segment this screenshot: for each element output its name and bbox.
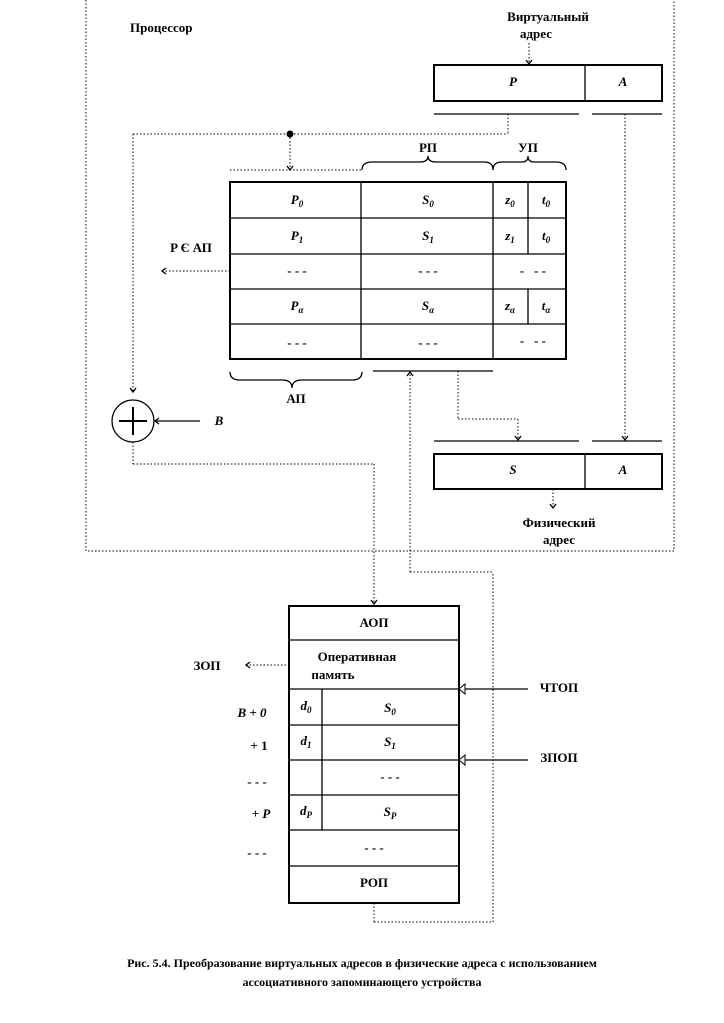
memory-subheader-1: Оперативная	[318, 649, 397, 664]
table-row4-p: - - -	[287, 335, 307, 350]
header-rp: РП	[419, 140, 437, 155]
memory-row3-s: SP	[384, 804, 397, 821]
up-brace	[492, 155, 567, 171]
rp-brace	[361, 155, 494, 171]
memory-row0-s: S0	[384, 700, 396, 717]
processor-boundary	[85, 0, 675, 552]
read-signal-label: ЧТОП	[540, 680, 578, 695]
processor-label: Процессор	[130, 20, 193, 35]
adder	[111, 399, 155, 443]
memory-offset-1: + 1	[250, 738, 267, 753]
memory-row4-s: - - -	[364, 840, 384, 855]
physical-address-label-2: адрес	[543, 532, 575, 547]
table-row3-z: zα	[504, 298, 516, 315]
figure-caption-1: Рис. 5.4. Преобразование виртуальных адр…	[127, 956, 597, 970]
table-row2-s: - - -	[418, 263, 438, 278]
physical-address-label-1: Физический	[523, 515, 596, 530]
table-row1-t: t0	[542, 228, 551, 245]
virtual-address-label-1: Виртуальный	[507, 9, 589, 24]
memory-offset-2: - - -	[247, 774, 267, 789]
virtual-field-a: A	[618, 74, 628, 89]
hit-signal-label: P Є АП	[170, 240, 212, 255]
memory-header: АОП	[360, 615, 389, 630]
table-row3-t: tα	[542, 298, 552, 315]
memory-offset-p: + P	[252, 806, 272, 821]
memory-row1-s: S1	[384, 734, 396, 751]
physical-field-a: A	[618, 462, 628, 477]
write-signal-label: ЗПОП	[540, 750, 577, 765]
zop-signal-label: ЗОП	[193, 658, 220, 673]
memory-row0-d: d0	[301, 698, 313, 715]
virtual-field-p: P	[509, 74, 518, 89]
table-row2-p: - - -	[287, 263, 307, 278]
physical-field-s: S	[509, 462, 516, 477]
ap-brace	[229, 371, 363, 389]
table-row2-t: - -	[534, 263, 546, 278]
base-register-label: B	[214, 413, 224, 428]
main-memory: АОП Оперативная память d0 S0 d1 S1 - - -…	[288, 605, 460, 904]
physical-address-register: S A	[433, 440, 663, 490]
memory-footer: РОП	[360, 875, 388, 890]
header-up: УП	[518, 140, 538, 155]
table-row0-p: P0	[291, 192, 304, 209]
table-row4-s: - - -	[418, 335, 438, 350]
memory-subheader-2: память	[311, 667, 354, 682]
table-row0-s: S0	[422, 192, 434, 209]
table-row4-z: -	[520, 333, 524, 348]
table-row1-s: S1	[422, 228, 434, 245]
virtual-address-label-2: адрес	[520, 26, 552, 41]
table-row3-s: Sα	[422, 298, 435, 315]
virtual-address-register: P A	[433, 64, 663, 115]
memory-row3-d: dP	[300, 803, 313, 820]
table-row2-z: -	[520, 263, 524, 278]
table-row0-t: t0	[542, 192, 551, 209]
table-row4-t: - -	[534, 333, 546, 348]
memory-row1-d: d1	[301, 733, 312, 750]
memory-row2-s: - - -	[380, 769, 400, 784]
memory-offset-4: - - -	[247, 845, 267, 860]
figure-caption-2: ассоциативного запоминающего устройства	[243, 975, 482, 989]
associative-table: P0 S0 z0 t0 P1 S1 z1 t0 - - - - - - - - …	[229, 181, 567, 360]
memory-offset-0: B + 0	[236, 705, 267, 720]
header-ap: АП	[286, 391, 305, 406]
table-row0-z: z0	[504, 192, 515, 209]
table-row1-p: P1	[291, 228, 303, 245]
table-row3-p: Pα	[291, 298, 305, 315]
table-row1-z: z1	[504, 228, 515, 245]
